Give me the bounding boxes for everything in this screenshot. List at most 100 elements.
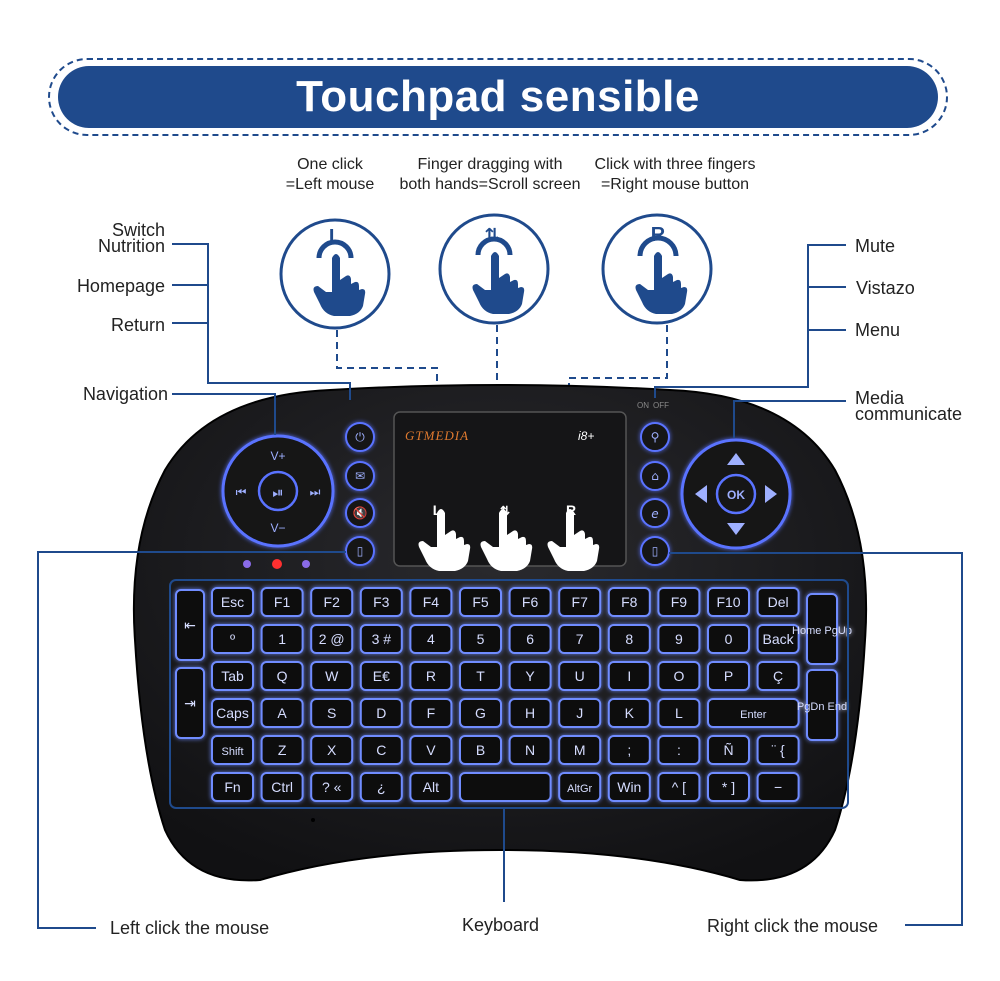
key-3-3[interactable] xyxy=(359,698,403,728)
key-1-1[interactable] xyxy=(260,624,304,654)
gesture-caption-line: both hands=Scroll screen xyxy=(399,176,581,193)
key-2-9[interactable] xyxy=(657,661,701,691)
key-5-6[interactable] xyxy=(558,772,602,802)
browser-icon: e xyxy=(651,507,658,521)
key-3-0[interactable] xyxy=(211,698,254,728)
side-key-left-top[interactable] xyxy=(175,589,205,661)
key-3-9[interactable] xyxy=(657,698,701,728)
key-1-6-label: 6 xyxy=(526,631,534,647)
key-5-4[interactable] xyxy=(409,772,453,802)
key-1-2[interactable] xyxy=(310,624,354,654)
key-4-4[interactable] xyxy=(409,735,453,765)
side-key-right-top[interactable] xyxy=(806,593,838,665)
key-4-3[interactable] xyxy=(359,735,403,765)
key-0-5[interactable] xyxy=(459,587,502,617)
key-1-3-label: 3 # xyxy=(372,631,392,647)
navigation-label: Navigation xyxy=(82,384,168,404)
key-4-5[interactable] xyxy=(459,735,502,765)
key-4-1[interactable] xyxy=(260,735,304,765)
key-5-9[interactable] xyxy=(707,772,750,802)
key-1-4[interactable] xyxy=(409,624,453,654)
key-1-8[interactable] xyxy=(607,624,651,654)
key-1-10[interactable] xyxy=(707,624,750,654)
key-0-9[interactable] xyxy=(657,587,701,617)
key-0-10[interactable] xyxy=(707,587,750,617)
key-4-7[interactable] xyxy=(558,735,602,765)
key-1-5[interactable] xyxy=(459,624,502,654)
key-3-8[interactable] xyxy=(607,698,651,728)
mute-label: Mute xyxy=(855,236,896,256)
key-0-11-label: Del xyxy=(768,594,789,610)
key-0-0-label: Esc xyxy=(221,594,244,610)
gesture-caption-line: Finger dragging with xyxy=(417,156,563,173)
key-5-1[interactable] xyxy=(260,772,304,802)
arrow-down-icon xyxy=(727,523,745,535)
key-4-2[interactable] xyxy=(310,735,354,765)
key-4-10[interactable] xyxy=(707,735,750,765)
key-1-9[interactable] xyxy=(657,624,701,654)
key-5-5[interactable] xyxy=(459,772,552,802)
key-5-2[interactable] xyxy=(310,772,354,802)
gesture-caption-line: =Right mouse button xyxy=(600,176,750,193)
key-1-11[interactable] xyxy=(756,624,800,654)
key-0-10-label: F10 xyxy=(716,594,740,610)
key-3-10[interactable] xyxy=(707,698,800,728)
key-3-2[interactable] xyxy=(310,698,354,728)
side-key-right-bottom[interactable] xyxy=(806,669,838,741)
key-5-3[interactable] xyxy=(359,772,403,802)
key-1-3[interactable] xyxy=(359,624,403,654)
key-2-5[interactable] xyxy=(459,661,502,691)
key-5-0[interactable] xyxy=(211,772,254,802)
key-2-4[interactable] xyxy=(409,661,453,691)
key-2-10[interactable] xyxy=(707,661,750,691)
mouse-icon: ▯ xyxy=(357,544,364,558)
key-0-3[interactable] xyxy=(359,587,403,617)
key-5-4-label: Alt xyxy=(423,779,439,795)
key-0-11[interactable] xyxy=(756,587,800,617)
key-2-1[interactable] xyxy=(260,661,304,691)
key-4-6[interactable] xyxy=(508,735,552,765)
key-0-1[interactable] xyxy=(260,587,304,617)
keyboard-device: GTMEDIA i8+ L ⇅ R ⏯ V+ V− ⏮ ⏭ ⏻ xyxy=(132,384,868,882)
key-2-8[interactable] xyxy=(607,661,651,691)
key-0-6[interactable] xyxy=(508,587,552,617)
key-1-0[interactable] xyxy=(211,624,254,654)
key-2-11[interactable] xyxy=(756,661,800,691)
key-2-3[interactable] xyxy=(359,661,403,691)
key-5-10[interactable] xyxy=(756,772,800,802)
key-3-7-label: J xyxy=(576,705,583,721)
switch-nutrition-label: Switch Nutrition xyxy=(60,221,165,255)
key-2-7[interactable] xyxy=(558,661,602,691)
key-0-4[interactable] xyxy=(409,587,453,617)
side-key-left-bottom[interactable] xyxy=(175,667,205,739)
key-4-9[interactable] xyxy=(657,735,701,765)
key-1-7[interactable] xyxy=(558,624,602,654)
key-0-9-label: F9 xyxy=(671,594,688,610)
key-0-0[interactable] xyxy=(211,587,254,617)
key-3-1[interactable] xyxy=(260,698,304,728)
key-2-0[interactable] xyxy=(211,661,254,691)
key-0-8[interactable] xyxy=(607,587,651,617)
key-4-11[interactable] xyxy=(756,735,800,765)
key-2-6[interactable] xyxy=(508,661,552,691)
label-line: communicate xyxy=(855,404,963,424)
key-3-7[interactable] xyxy=(558,698,602,728)
keyboard-label: Keyboard xyxy=(462,915,540,935)
key-5-2-label: ? « xyxy=(322,779,342,795)
key-3-6[interactable] xyxy=(508,698,552,728)
gesture-caption-left: One click =Left mouse xyxy=(270,155,390,195)
volume-up-label: V+ xyxy=(270,449,285,463)
switch-button xyxy=(345,422,375,452)
key-5-7[interactable] xyxy=(607,772,651,802)
key-4-0[interactable] xyxy=(211,735,254,765)
power-icon: ⏻ xyxy=(355,430,365,444)
key-0-7[interactable] xyxy=(558,587,602,617)
key-4-5-label: B xyxy=(476,742,485,758)
key-0-2[interactable] xyxy=(310,587,354,617)
key-3-4[interactable] xyxy=(409,698,453,728)
key-4-8[interactable] xyxy=(607,735,651,765)
key-2-2[interactable] xyxy=(310,661,354,691)
key-3-5[interactable] xyxy=(459,698,502,728)
key-5-8[interactable] xyxy=(657,772,701,802)
key-1-6[interactable] xyxy=(508,624,552,654)
